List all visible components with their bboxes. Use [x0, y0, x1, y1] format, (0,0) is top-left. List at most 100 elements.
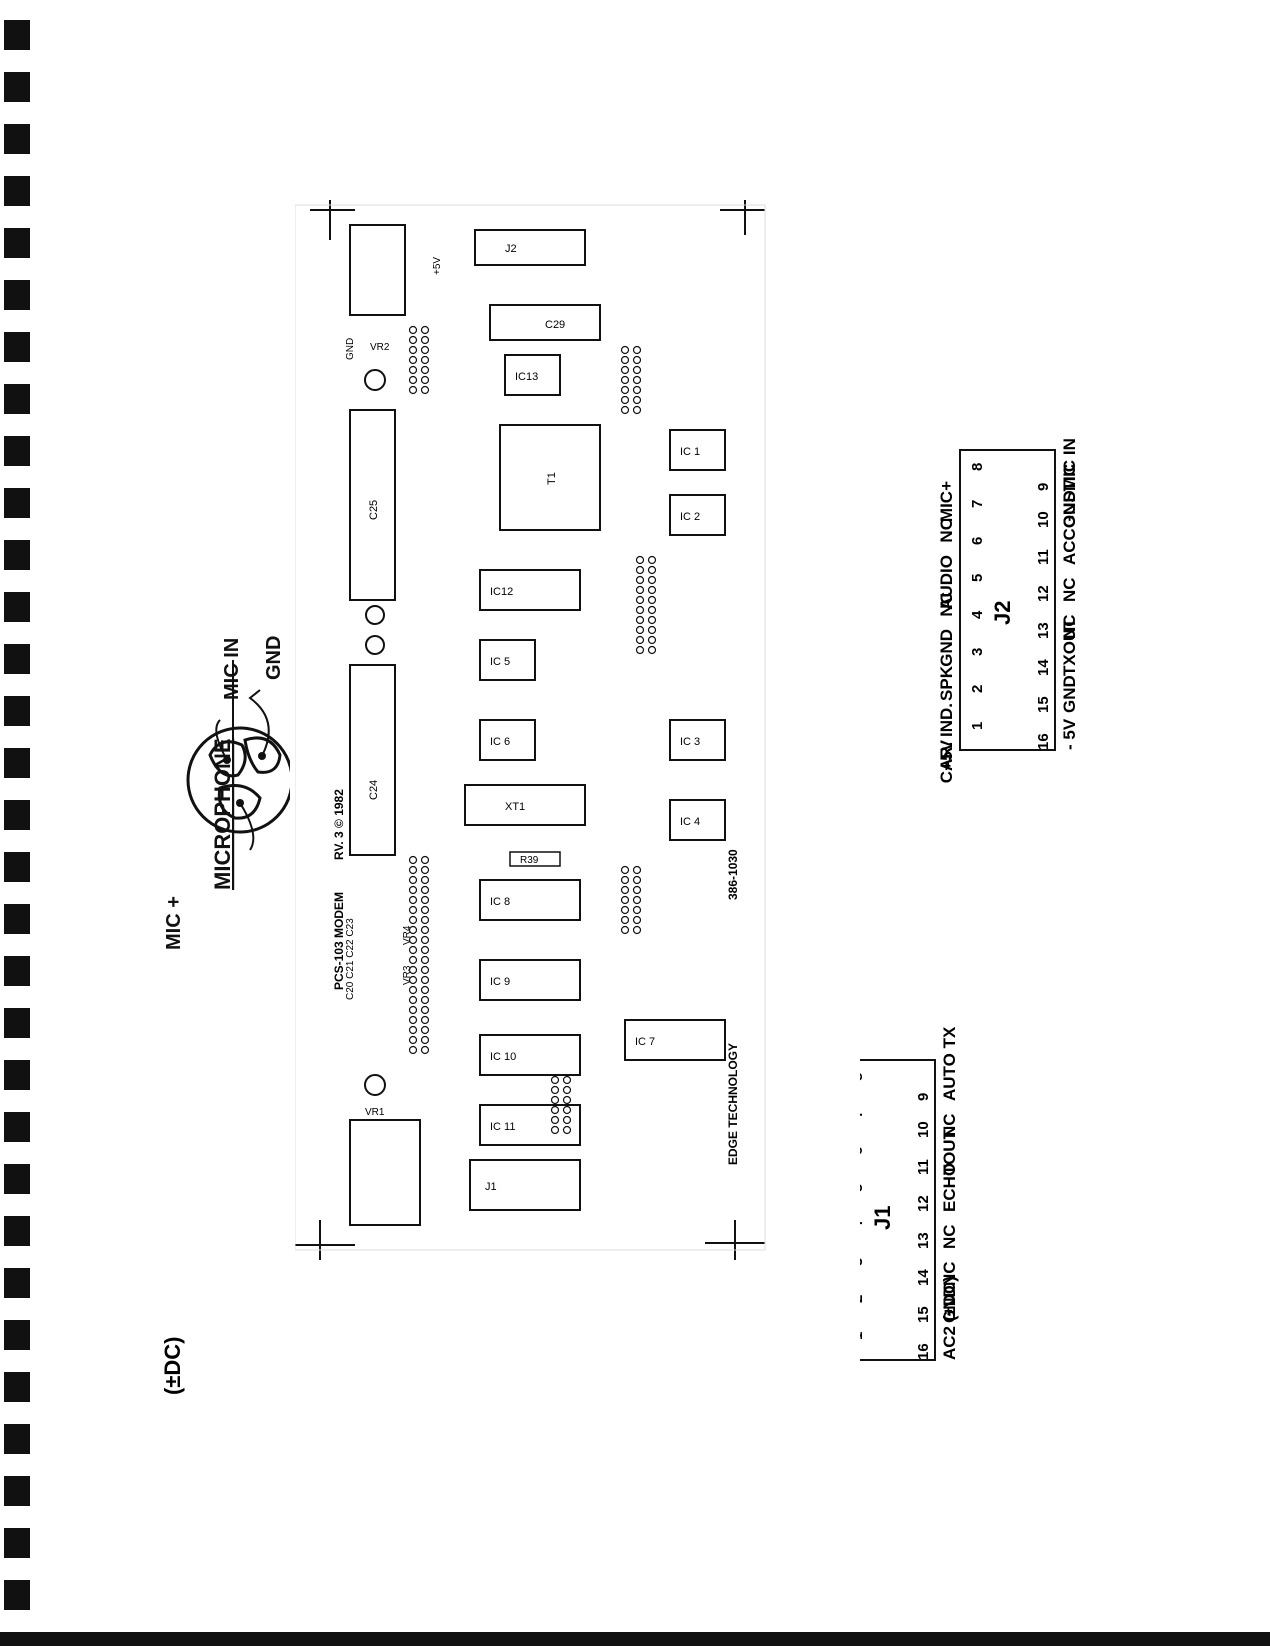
t1-label: T1	[546, 472, 558, 485]
pin-number: 12	[1035, 585, 1052, 602]
pad	[420, 925, 430, 935]
binding-ring	[4, 176, 30, 206]
vr2-label: VR2	[370, 342, 390, 353]
plus5v-label: +5V	[432, 257, 443, 275]
pin-label: MIC IN	[1060, 438, 1079, 491]
pad	[420, 975, 430, 985]
pad	[635, 645, 645, 655]
binding-ring	[4, 1112, 30, 1142]
board-maker: EDGE TECHNOLOGY	[726, 1043, 740, 1165]
pin-label: SPK	[937, 665, 956, 701]
pad	[635, 565, 645, 575]
pad	[562, 1075, 572, 1085]
binding-ring	[4, 20, 30, 50]
board-part-number: 386-1030	[726, 849, 740, 900]
mic-gnd-label: GND	[263, 636, 285, 680]
pin-label: TXOUT	[1060, 618, 1079, 676]
pin-label: GND	[1060, 490, 1079, 528]
pin-label: GND	[940, 1285, 959, 1323]
pin-number: 4	[969, 610, 986, 619]
binding-ring	[4, 1268, 30, 1298]
pad	[408, 855, 418, 865]
microphone-connector-icon	[186, 689, 290, 851]
ic-label: IC 7	[635, 1036, 655, 1048]
binding-ring	[4, 904, 30, 934]
pad	[420, 355, 430, 365]
pad	[420, 1045, 430, 1055]
binding-ring	[4, 1320, 30, 1350]
ic-label: IC 9	[490, 976, 510, 988]
pad	[562, 1095, 572, 1105]
pad	[550, 1075, 560, 1085]
ic-footprint	[669, 494, 726, 536]
binding-ring	[4, 1372, 30, 1402]
binding-ring	[4, 280, 30, 310]
pad	[635, 625, 645, 635]
binding-ring	[4, 1216, 30, 1246]
pin-number: 14	[1035, 659, 1052, 676]
binding-ring	[4, 592, 30, 622]
pad	[620, 865, 630, 875]
pad	[632, 915, 642, 925]
pin-number: 10	[915, 1121, 932, 1138]
bottom-edge-bar	[0, 1632, 1270, 1646]
pad	[562, 1125, 572, 1135]
pad	[632, 375, 642, 385]
pin-label: NC	[940, 1224, 959, 1249]
pad	[420, 895, 430, 905]
pin-number: 3	[860, 1258, 866, 1266]
pin-number: 14	[915, 1269, 932, 1286]
ic-label: IC 3	[680, 736, 700, 748]
binding-ring	[4, 1528, 30, 1558]
ic-footprint	[504, 354, 561, 396]
pad	[420, 905, 430, 915]
pad	[620, 895, 630, 905]
ic-label: IC 10	[490, 1051, 516, 1063]
binding-ring	[4, 540, 30, 570]
pad	[408, 935, 418, 945]
pad	[632, 385, 642, 395]
j2-pinout-box	[959, 449, 1056, 751]
binding-ring	[4, 228, 30, 258]
pad	[635, 615, 645, 625]
pad	[647, 595, 657, 605]
pin-number: 7	[860, 1110, 866, 1118]
pin-number: 2	[969, 685, 986, 693]
binding-ring	[4, 488, 30, 518]
pad	[562, 1105, 572, 1115]
pad	[632, 355, 642, 365]
pad	[420, 995, 430, 1005]
pin-number: 15	[1035, 696, 1052, 713]
pad	[408, 1045, 418, 1055]
pin-number: 15	[915, 1306, 932, 1323]
pad	[408, 355, 418, 365]
ic-footprint	[479, 959, 581, 1001]
pad	[635, 595, 645, 605]
pin-label: AUTO TX	[940, 1026, 959, 1101]
pcb-layout: C25 C24 PCS-103 MODEM RV. 3 © 1982 EDGE …	[295, 200, 766, 1260]
pin-number: 12	[915, 1195, 932, 1212]
pad	[550, 1125, 560, 1135]
pad	[632, 365, 642, 375]
pad	[408, 945, 418, 955]
pin-label: NC	[937, 592, 956, 617]
component-pads	[408, 325, 657, 1135]
pin-number: 16	[1035, 733, 1052, 750]
pad	[632, 405, 642, 415]
pin-label: ACCOUSTIC	[1060, 464, 1079, 565]
pad	[408, 875, 418, 885]
binding-ring	[4, 748, 30, 778]
pad	[620, 355, 630, 365]
pad	[550, 1115, 560, 1125]
binding-ring	[4, 124, 30, 154]
binding-ring	[4, 956, 30, 986]
ic-footprint	[479, 719, 536, 761]
pad	[632, 905, 642, 915]
pin-label: +5V	[937, 739, 956, 770]
spiral-binding	[4, 20, 30, 1610]
pad	[408, 1005, 418, 1015]
pin-number: 16	[915, 1343, 932, 1360]
pad	[420, 1035, 430, 1045]
pad	[420, 325, 430, 335]
pin-number: 1	[860, 1332, 866, 1340]
